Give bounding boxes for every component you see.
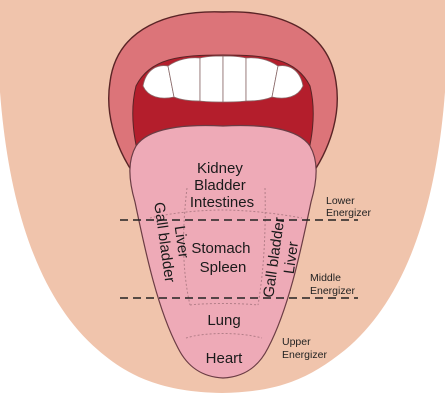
back-zone-line-2: Bladder: [194, 177, 246, 194]
middle-energizer-line-2: Energizer: [310, 285, 355, 297]
lung-zone-label: Lung: [207, 312, 240, 329]
middle-energizer-line-1: Middle: [310, 272, 341, 284]
center-zone-line-2: Spleen: [200, 259, 247, 276]
upper-energizer-line-2: Energizer: [282, 349, 327, 361]
heart-zone-label: Heart: [206, 350, 244, 367]
tooth: [200, 56, 223, 102]
back-zone-label: Kidney Bladder Intestines: [190, 160, 254, 211]
back-zone-line-3: Intestines: [190, 194, 254, 211]
tooth: [223, 56, 246, 102]
lower-energizer-line-1: Lower: [326, 195, 355, 207]
back-zone-line-1: Kidney: [197, 160, 243, 177]
center-zone-line-1: Stomach: [191, 240, 250, 257]
lower-energizer-line-2: Energizer: [326, 207, 371, 219]
upper-energizer-line-1: Upper: [282, 336, 311, 348]
